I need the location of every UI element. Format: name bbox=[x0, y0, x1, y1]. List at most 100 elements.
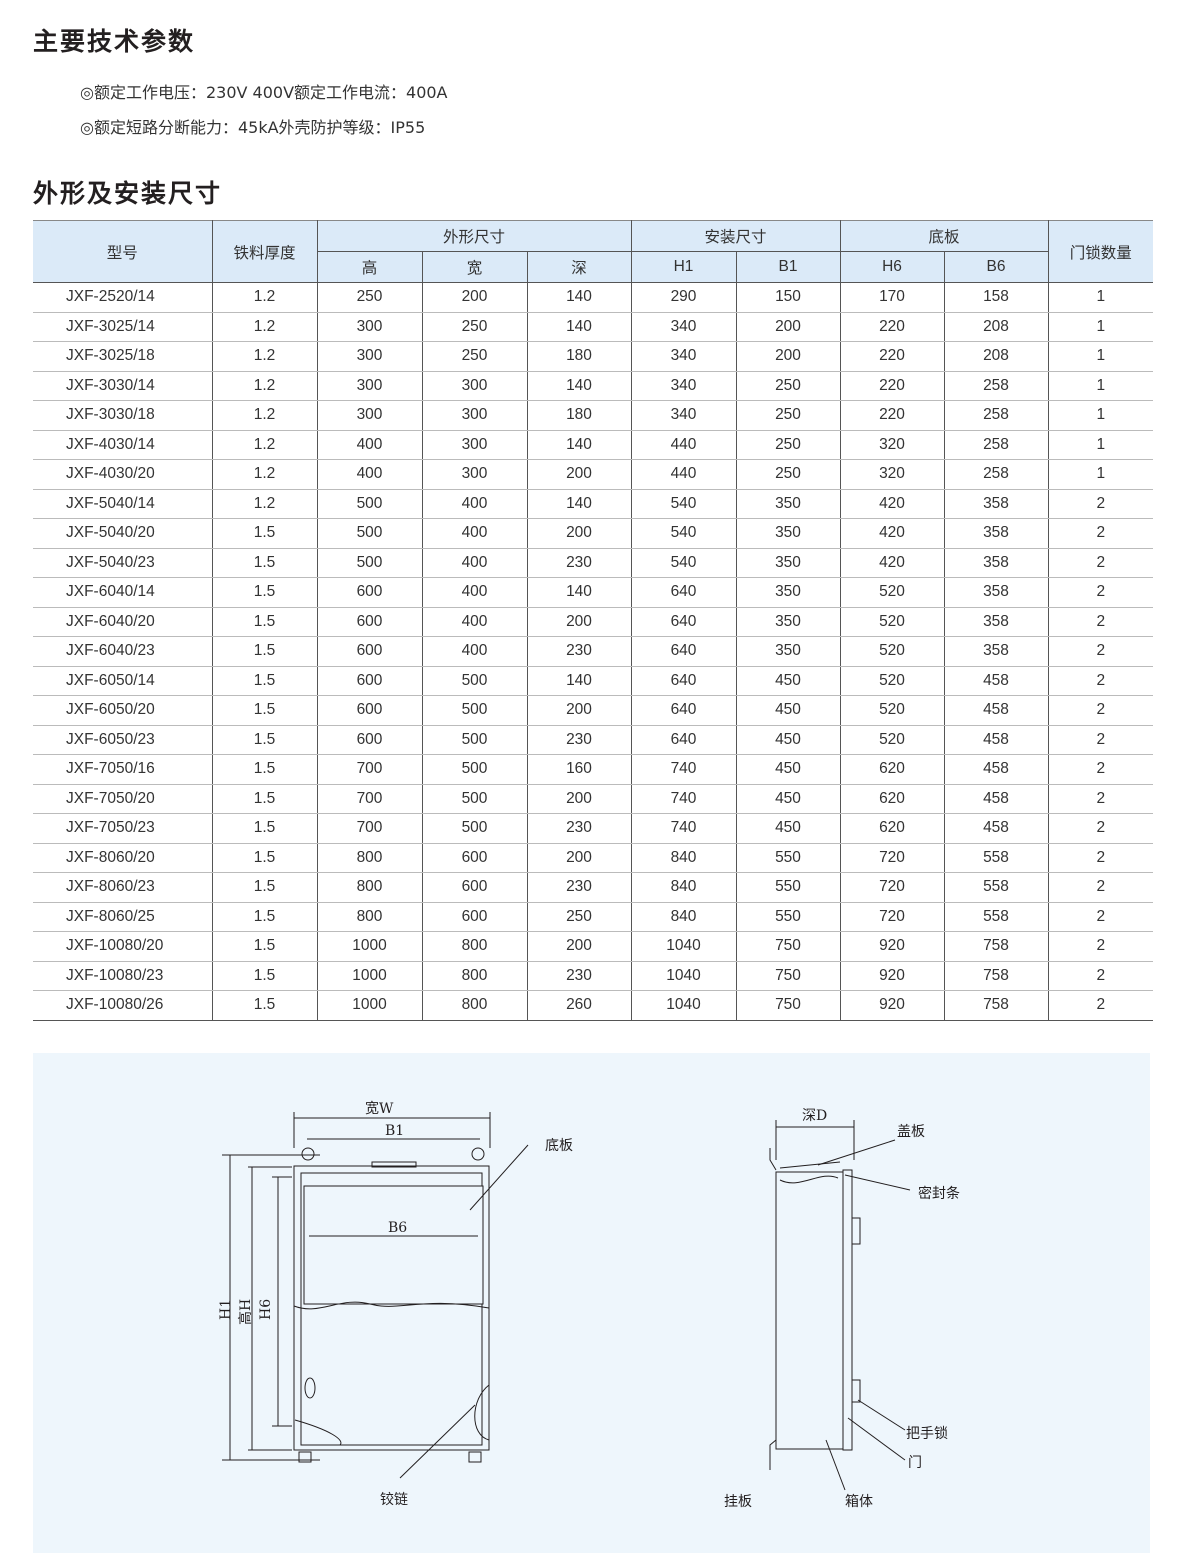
value-cell: 2 bbox=[1047, 813, 1153, 844]
value-cell: 450 bbox=[735, 666, 840, 696]
value-cell: 450 bbox=[735, 754, 840, 785]
value-cell: 1.5 bbox=[211, 990, 317, 1021]
value-cell: 250 bbox=[735, 400, 840, 431]
value-cell: 258 bbox=[943, 400, 1048, 431]
subheader-cell: H6 bbox=[839, 251, 945, 283]
value-cell: 1.2 bbox=[211, 341, 317, 372]
label-handle-lock: 把手锁 bbox=[906, 1426, 948, 1442]
model-cell: JXF-5040/14 bbox=[33, 489, 212, 519]
value-cell: 200 bbox=[526, 518, 631, 549]
value-cell: 620 bbox=[839, 784, 944, 814]
value-cell: 230 bbox=[526, 813, 631, 844]
value-cell: 720 bbox=[839, 843, 944, 873]
value-cell: 200 bbox=[526, 784, 631, 814]
value-cell: 500 bbox=[421, 813, 527, 844]
value-cell: 520 bbox=[839, 666, 944, 696]
value-cell: 230 bbox=[526, 725, 631, 755]
value-cell: 2 bbox=[1047, 607, 1153, 637]
value-cell: 340 bbox=[630, 341, 736, 372]
value-cell: 458 bbox=[943, 754, 1048, 785]
value-cell: 920 bbox=[839, 990, 944, 1021]
value-cell: 600 bbox=[316, 666, 422, 696]
value-cell: 358 bbox=[943, 607, 1048, 637]
model-cell: JXF-2520/14 bbox=[33, 282, 212, 313]
value-cell: 200 bbox=[421, 282, 527, 313]
value-cell: 2 bbox=[1047, 695, 1153, 726]
value-cell: 2 bbox=[1047, 843, 1153, 873]
value-cell: 500 bbox=[421, 725, 527, 755]
value-cell: 758 bbox=[943, 990, 1048, 1021]
value-cell: 2 bbox=[1047, 518, 1153, 549]
value-cell: 1040 bbox=[630, 931, 736, 962]
value-cell: 1000 bbox=[316, 931, 422, 962]
value-cell: 400 bbox=[421, 489, 527, 519]
value-cell: 920 bbox=[839, 961, 944, 991]
value-cell: 1.5 bbox=[211, 813, 317, 844]
section-title-dimensions: 外形及安装尺寸 bbox=[33, 179, 223, 208]
value-cell: 750 bbox=[735, 990, 840, 1021]
value-cell: 758 bbox=[943, 961, 1048, 991]
value-cell: 458 bbox=[943, 725, 1048, 755]
value-cell: 300 bbox=[421, 430, 527, 460]
value-cell: 160 bbox=[526, 754, 631, 785]
enclosure-diagram: 宽W B1 B6 H1 高H H6 底板 铰链 深D 盖板 密封条 把手锁 门 … bbox=[218, 1100, 960, 1510]
model-cell: JXF-7050/20 bbox=[33, 784, 212, 814]
value-cell: 1 bbox=[1047, 282, 1153, 313]
value-cell: 200 bbox=[735, 312, 840, 342]
model-cell: JXF-10080/23 bbox=[33, 961, 212, 991]
value-cell: 558 bbox=[943, 843, 1048, 873]
value-cell: 640 bbox=[630, 577, 736, 608]
value-cell: 2 bbox=[1047, 931, 1153, 962]
value-cell: 300 bbox=[316, 312, 422, 342]
value-cell: 250 bbox=[421, 341, 527, 372]
value-cell: 258 bbox=[943, 430, 1048, 460]
value-cell: 700 bbox=[316, 784, 422, 814]
value-cell: 558 bbox=[943, 902, 1048, 932]
value-cell: 800 bbox=[316, 872, 422, 903]
value-cell: 220 bbox=[839, 400, 944, 431]
value-cell: 290 bbox=[630, 282, 736, 313]
value-cell: 2 bbox=[1047, 636, 1153, 667]
value-cell: 600 bbox=[316, 725, 422, 755]
value-cell: 400 bbox=[421, 607, 527, 637]
value-cell: 420 bbox=[839, 548, 944, 578]
value-cell: 2 bbox=[1047, 754, 1153, 785]
value-cell: 620 bbox=[839, 754, 944, 785]
model-cell: JXF-4030/20 bbox=[33, 459, 212, 490]
model-cell: JXF-10080/26 bbox=[33, 990, 212, 1021]
model-cell: JXF-3030/18 bbox=[33, 400, 212, 431]
value-cell: 140 bbox=[526, 489, 631, 519]
header-locks: 门锁数量 bbox=[1047, 220, 1153, 283]
value-cell: 600 bbox=[316, 636, 422, 667]
value-cell: 400 bbox=[421, 548, 527, 578]
value-cell: 540 bbox=[630, 489, 736, 519]
value-cell: 158 bbox=[943, 282, 1048, 313]
value-cell: 200 bbox=[526, 607, 631, 637]
value-cell: 720 bbox=[839, 872, 944, 903]
value-cell: 420 bbox=[839, 518, 944, 549]
model-cell: JXF-6050/23 bbox=[33, 725, 212, 755]
value-cell: 300 bbox=[421, 459, 527, 490]
subheader-cell: B6 bbox=[943, 251, 1048, 283]
value-cell: 1.2 bbox=[211, 312, 317, 342]
value-cell: 2 bbox=[1047, 577, 1153, 608]
value-cell: 800 bbox=[421, 931, 527, 962]
value-cell: 800 bbox=[421, 990, 527, 1021]
value-cell: 1.5 bbox=[211, 784, 317, 814]
value-cell: 740 bbox=[630, 813, 736, 844]
value-cell: 500 bbox=[421, 695, 527, 726]
value-cell: 350 bbox=[735, 518, 840, 549]
value-cell: 1 bbox=[1047, 400, 1153, 431]
value-cell: 640 bbox=[630, 636, 736, 667]
value-cell: 758 bbox=[943, 931, 1048, 962]
value-cell: 2 bbox=[1047, 489, 1153, 519]
value-cell: 258 bbox=[943, 459, 1048, 490]
